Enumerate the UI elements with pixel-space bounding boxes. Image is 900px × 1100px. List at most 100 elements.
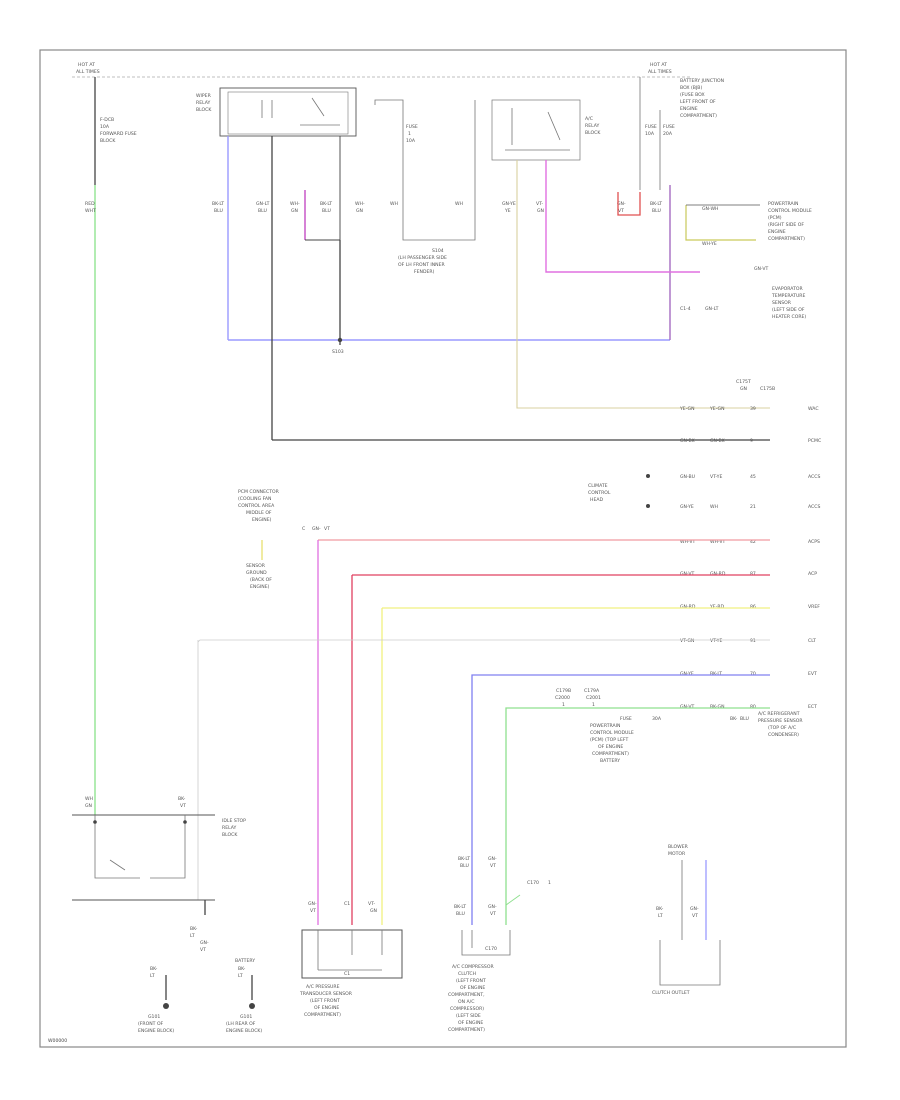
rail-left-2: ALL TIMES (76, 69, 100, 75)
gr-wire-3: LT (238, 973, 243, 979)
svg-text:WH-: WH- (355, 201, 365, 207)
fuse-pcm-2: 30A (652, 716, 662, 722)
bjb-6: COMPARTMENT) (680, 113, 717, 119)
acrefw-2: BLU (740, 716, 749, 722)
conn-dot-1 (646, 474, 650, 478)
right-relay-2: RELAY (585, 123, 600, 129)
red-loop (617, 192, 641, 216)
harness-right: YE-GN YE-GN 39 WAC GN-BK GN-BK 9 PCMC GN… (679, 406, 821, 710)
acr-6: COMPARTMENT) (768, 236, 805, 242)
blower-wire-4: VT (200, 947, 206, 953)
hvac-1: CLIMATE (588, 483, 608, 489)
fuse-pcm-1: FUSE (620, 716, 632, 722)
svg-text:A/C COMPRESSOR: A/C COMPRESSOR (452, 964, 494, 970)
acp-center: C1 (344, 971, 350, 977)
blower-motor-wires (681, 860, 707, 940)
right-relay-box (491, 99, 581, 161)
wire-ref-b: WH-YE (702, 241, 717, 247)
clutch-center: C170 (485, 946, 497, 952)
connupper-2: (COOLING FAN (238, 496, 271, 502)
rail-right-1: HOT AT (650, 62, 667, 68)
blower-relay-2: RELAY (222, 825, 237, 831)
connupper-1: PCM CONNECTOR (238, 489, 280, 495)
ac-clutch-body (461, 930, 511, 956)
evap-5: HEATER CORE) (772, 314, 806, 320)
svg-text:9: 9 (750, 438, 753, 444)
blower-dot-1 (93, 820, 97, 824)
blower-pin-2: GN (85, 803, 92, 809)
svg-text:VREF: VREF (808, 604, 820, 610)
svg-text:VT-GN: VT-GN (680, 638, 694, 644)
acref-2: PRESSURE SENSOR (758, 718, 803, 724)
sensor-c-2: GN- (312, 526, 321, 532)
figure-id: W00000 (48, 1038, 67, 1044)
svg-text:WH: WH (390, 201, 398, 207)
tan-wire (516, 160, 770, 409)
rail-left-1: HOT AT (78, 62, 95, 68)
blower-relay-coil (94, 815, 186, 879)
acr-3: (PCM) (768, 215, 782, 221)
evap-pin-2: GN-LT (705, 306, 719, 312)
blue-clutch-wire (471, 674, 770, 925)
connupper-5: ENGINE) (252, 517, 272, 523)
acpw-4: VT- (368, 901, 376, 907)
rfuse-1: FUSE (645, 124, 657, 130)
relay-top-1: WIPER (196, 93, 212, 99)
acref-1: A/C REFRIGERANT (758, 711, 800, 717)
svg-text:WH: WH (710, 504, 718, 510)
sensor-c-1: C (302, 526, 305, 532)
svg-text:80: 80 (750, 704, 756, 710)
svg-text:BK-LT: BK-LT (650, 201, 662, 207)
diagram-frame (39, 49, 847, 1048)
svg-text:YE-GN: YE-GN (679, 406, 695, 412)
rfuse-3: FUSE (663, 124, 675, 130)
wire-ref-a: GN-WH (702, 206, 718, 212)
svg-text:BK-GN: BK-GN (710, 704, 725, 710)
acp-3: (LEFT FRONT (310, 998, 340, 1004)
clutch-pin-5: BK-LT (454, 904, 466, 910)
acpw-3: C1 (344, 901, 350, 907)
svg-text:GN-YE: GN-YE (680, 504, 694, 510)
splice-top-1: S104 (432, 248, 444, 254)
svg-text:VT: VT (618, 208, 624, 214)
svg-text:VT-YE: VT-YE (710, 474, 722, 480)
svg-text:GN-RD: GN-RD (680, 604, 696, 610)
splice-top-4: FENDER) (414, 269, 435, 275)
hvacpin-1: C2000 (555, 695, 570, 701)
relay-switch-symbols (261, 97, 340, 126)
clutch-pin-8: VT (490, 911, 496, 917)
svg-text:(LEFT FRONT: (LEFT FRONT (456, 978, 486, 984)
pcmleft-2: CONTROL MODULE (590, 730, 634, 736)
svg-text:WH: WH (455, 201, 463, 207)
hvacpin-2: 1 (562, 702, 565, 708)
ground-right-dot (249, 1003, 255, 1009)
ground-left-dot (163, 1003, 169, 1009)
bm-pin-1: BK- (656, 906, 664, 912)
clutch-pin-2: BLU (460, 863, 469, 869)
svg-text:COMPARTMENT,: COMPARTMENT, (448, 992, 485, 998)
blower-wire-2: LT (190, 933, 195, 939)
svg-text:42: 42 (750, 539, 756, 545)
magenta-wire-2 (545, 160, 700, 273)
svg-text:ACCS: ACCS (808, 504, 820, 510)
svg-text:GN-LT: GN-LT (256, 201, 270, 207)
rfuse-4: 20A (663, 131, 673, 137)
connector-row-2: C179A (584, 688, 600, 694)
svg-text:BK-LT: BK-LT (212, 201, 224, 207)
pcmleft-1: POWERTRAIN (590, 723, 620, 729)
bm-pin-4: VT (692, 913, 698, 919)
connupper-3: CONTROL AREA (238, 503, 275, 509)
sensor-left-1: SENSOR (246, 563, 266, 569)
blower-wire-3: GN- (200, 940, 209, 946)
rfuse-2: 10A (645, 131, 655, 137)
svg-text:GN: GN (356, 208, 363, 214)
svg-text:VT-: VT- (536, 201, 544, 207)
clutch-pin-1: BK-LT (458, 856, 470, 862)
splice-top-2: (LH PASSENGER SIDE (398, 255, 447, 261)
blower-motor-title-2: MOTOR (668, 851, 686, 857)
svg-text:87: 87 (750, 571, 756, 577)
svg-text:GN-VT: GN-VT (680, 571, 695, 577)
svg-text:CLUTCH: CLUTCH (458, 971, 476, 977)
green-wire-label-2: WHT (85, 208, 96, 214)
